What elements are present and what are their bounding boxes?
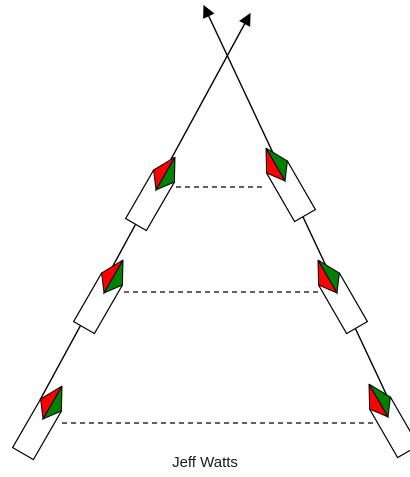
boat-left-bottom — [11, 385, 63, 461]
boat-right-bottom — [368, 383, 410, 459]
boat-left-top — [124, 156, 176, 232]
author-credit: Jeff Watts — [172, 454, 238, 471]
boat-left-middle — [72, 259, 124, 335]
boat-right-middle — [317, 259, 369, 335]
boat-right-top — [265, 147, 317, 223]
